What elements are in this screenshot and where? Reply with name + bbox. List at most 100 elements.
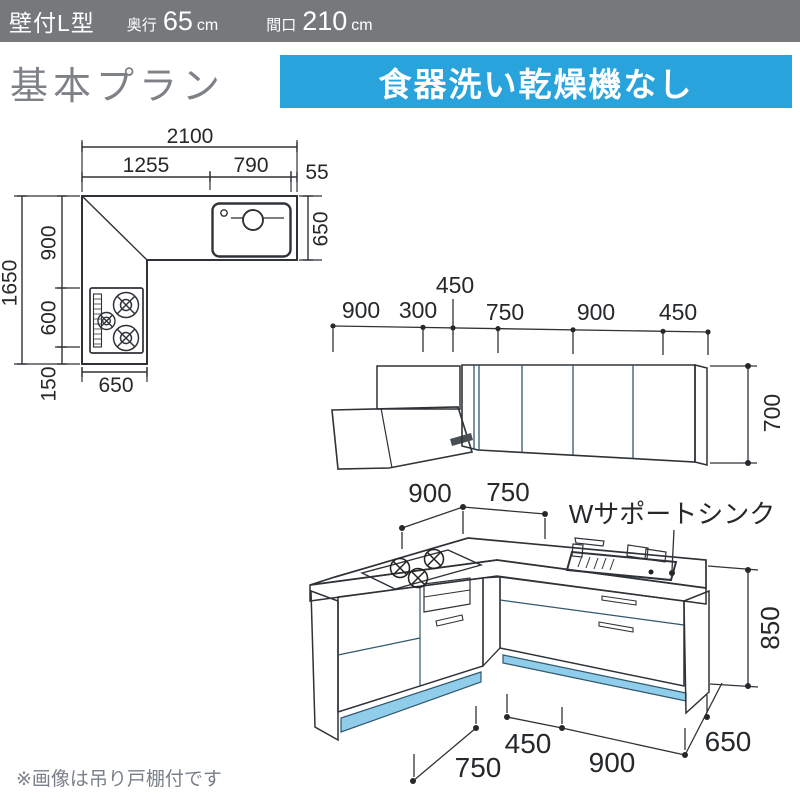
fp-burner [112,291,140,319]
depth-label: 奥行 [126,16,157,34]
header-bar: 壁付L型 奥行 65 cm 間口 210 cm [0,0,800,42]
fp-cooktop-outline [89,287,144,354]
bv-dim-bottom-450: 450 [505,728,552,759]
depth-value: 65 [162,5,193,36]
bv-oven-line [423,589,471,598]
width-spec: 間口 210 cm [266,6,372,37]
fp-grill-stripes [93,298,102,345]
bv-right-side-panel [683,589,710,715]
el-dim-900a: 900 [342,297,380,323]
el-side-panel [694,364,708,466]
bv-counter-apron [309,559,707,605]
bv-cooktop [360,548,484,590]
el-corner-cabinet [376,365,461,410]
bv-right-drawer-line [499,599,685,626]
fp-sink [211,202,292,258]
fp-drain-hole [220,209,228,217]
el-dim-dot [745,460,751,466]
fp-dim-leg-width: 650 [98,374,133,397]
el-height-dim [710,365,757,464]
bv-sink-label: Wサポートシンク [569,499,776,529]
bv-sink-drain [648,569,654,575]
bv-sink [565,537,678,582]
bv-builtin-oven [423,577,471,613]
bv-dim-depth-650: 650 [705,726,752,757]
fp-grill [92,293,103,348]
bv-corner-cabinet [482,576,501,668]
el-hood-fold [380,407,393,469]
bv-sink-leader-dot [669,570,675,576]
bv-left-handle [435,614,464,627]
bv-burner [407,567,429,589]
bv-sink-accessory [644,548,667,563]
wall-elevation: 900 300 450 750 900 450 [330,272,785,470]
fp-sink-bowl [211,202,292,258]
plan-title: 基本プラン [10,66,226,108]
bv-dim-height: 850 [755,606,785,649]
bv-right-toekick [502,654,687,702]
dishwasher-option-text: 食器洗い乾燥機なし [378,65,694,103]
depth-unit: cm [196,16,219,34]
bv-right-handle-top [601,595,637,606]
fp-dim-600: 600 [38,300,61,335]
el-dim-300: 300 [399,297,437,323]
el-dim-900b: 900 [577,299,615,325]
fp-dim-1255: 1255 [123,154,170,177]
el-dim-450b: 450 [659,299,697,325]
fp-burner [112,324,140,352]
bv-left-toekick [340,671,482,733]
bv-bottom-dim-lines [412,682,723,782]
bv-burner [423,548,445,570]
width-label: 間口 [266,16,297,34]
fp-burner-small [97,311,116,331]
bv-bottom-dim-dots [410,714,710,784]
fp-cooktop [89,287,144,354]
el-door-divisions [473,365,634,458]
bv-right-handle-main [598,621,634,633]
layout-type-label: 壁付L型 [9,10,95,36]
bv-height-dim [707,565,759,688]
width-value: 210 [302,5,348,36]
bv-back-dim-lines [401,506,546,549]
fp-corner-seam [81,195,148,261]
dishwasher-option-badge: 食器洗い乾燥機なし [280,55,792,108]
bv-left-drawer-line [337,637,421,656]
width-unit: cm [351,16,373,34]
fp-dim-total-width: 2100 [167,125,214,148]
bv-faucet-base [571,543,584,558]
el-range-hood [331,406,474,470]
bv-back-dim-dots [399,504,548,531]
fp-dim-55: 55 [305,161,328,184]
bv-dim-dot [745,567,751,573]
bv-dim-back-750: 750 [486,477,529,507]
base-view: 900 750 Wサポートシンク 850 [309,477,785,784]
bv-cooktop-outline [360,549,484,590]
bv-left-side-panel [310,589,339,742]
fp-dim-right-depth: 650 [310,211,333,246]
depth-spec: 奥行 65 cm [127,6,218,37]
floor-plan: 2100 1255 790 55 650 1650 900 600 150 65… [0,125,333,402]
footnote: ※画像は吊り戸棚付です [16,769,222,790]
el-wall-cabinets [461,364,696,463]
bv-burner [389,557,411,579]
bv-dim-bottom-900: 900 [589,747,636,778]
fp-faucet-hole [242,209,264,231]
fp-dim-900: 900 [38,225,61,260]
fp-dim-790: 790 [233,154,268,177]
bv-faucet-spout [574,537,605,547]
floor-plan-dimension-lines [17,142,313,377]
bv-dim-dot [745,683,751,689]
fp-dim-150: 150 [38,366,61,401]
bv-sink-drainer [577,555,615,571]
el-dim-dot [745,363,751,369]
bv-sink-leader [671,529,675,571]
bv-dim-back-900: 900 [408,478,451,508]
el-dim-lines [332,299,709,355]
bv-right-cabinet-front [499,576,685,687]
el-dim-height: 700 [759,394,785,432]
el-dim-450a: 450 [436,272,474,298]
el-dim-dots [330,323,711,335]
el-dim-750: 750 [486,299,524,325]
